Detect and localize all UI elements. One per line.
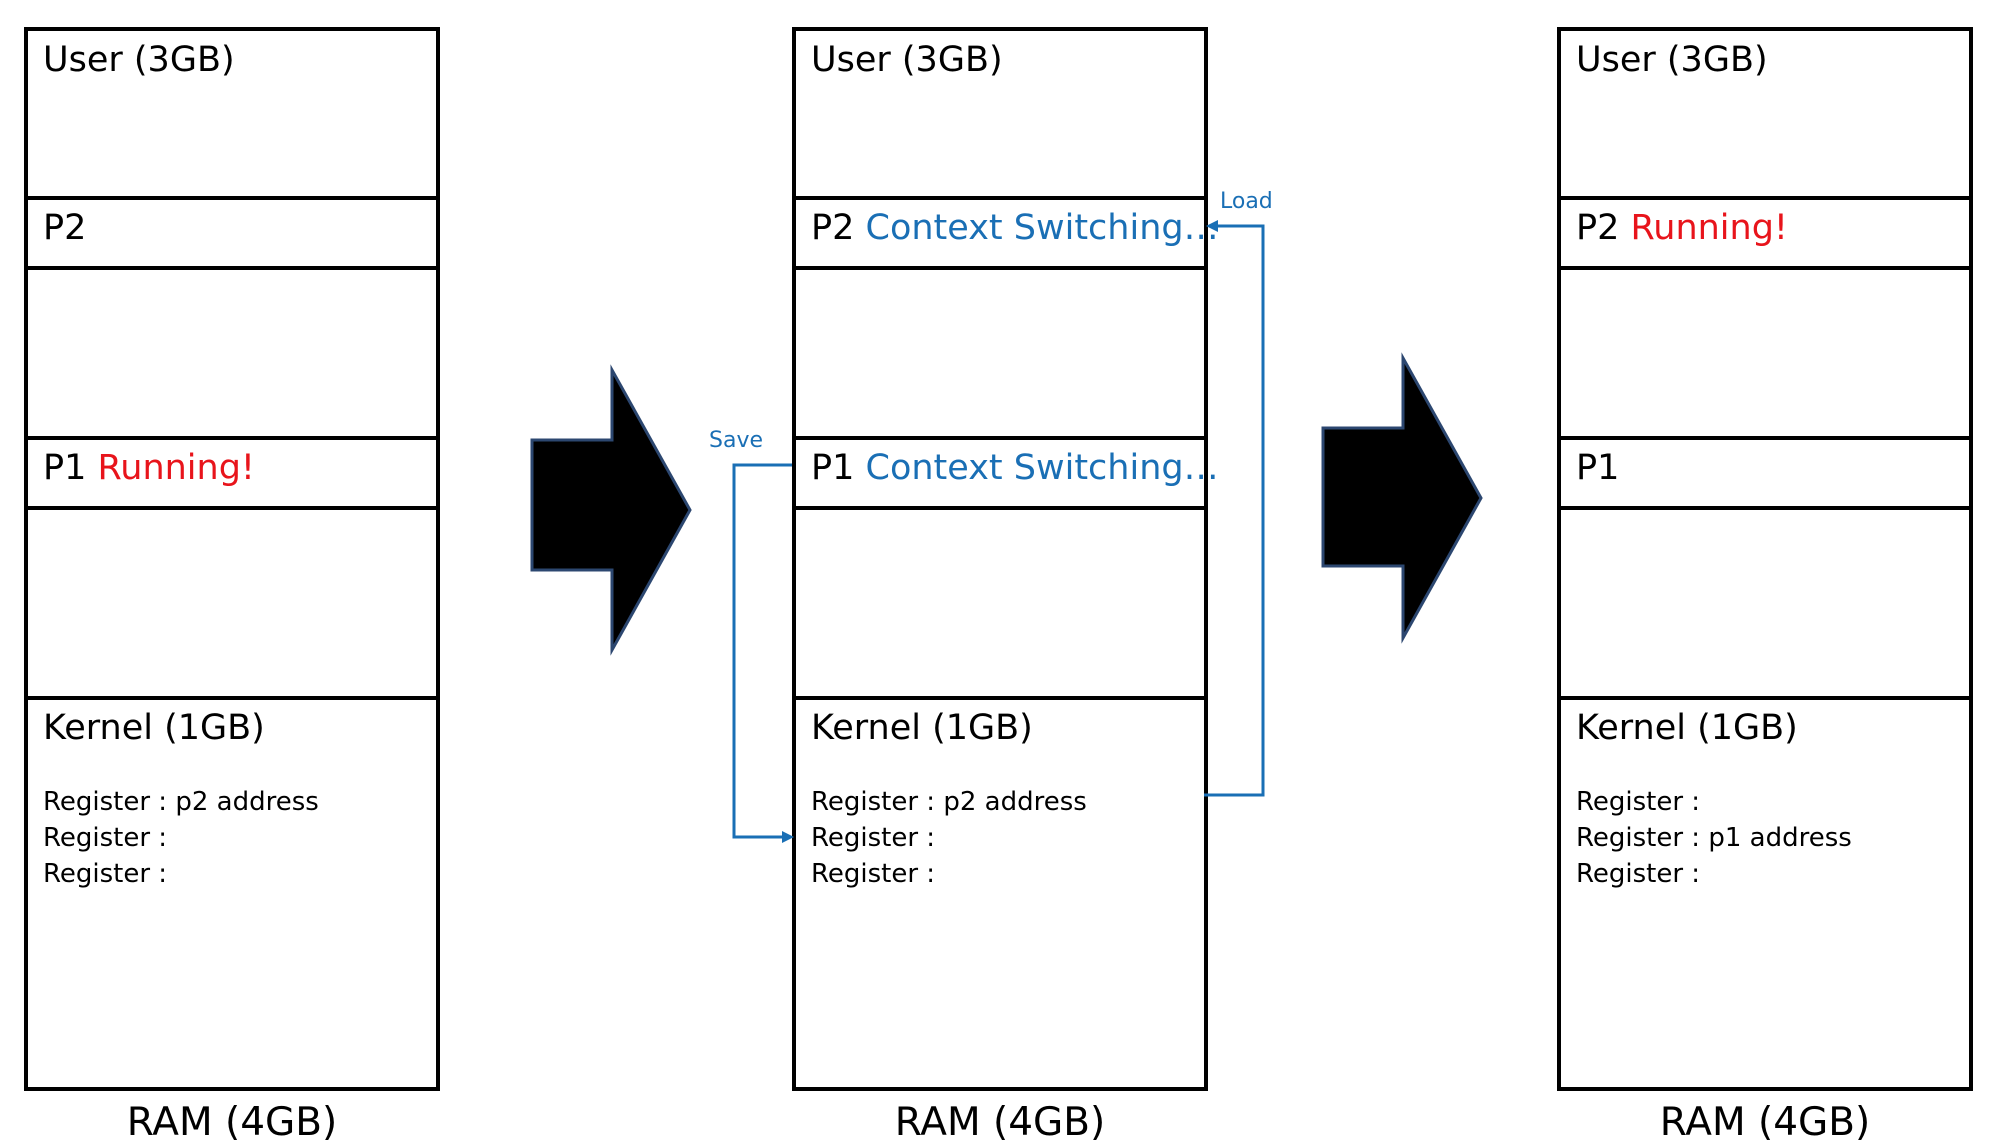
free-segment-lower (1561, 506, 1969, 696)
load-label: Load (1220, 189, 1273, 214)
register-3: Register : (811, 859, 936, 889)
p1-label: P1 (811, 448, 855, 488)
user-segment: User (3GB) (1561, 31, 1969, 196)
free-segment-upper (28, 266, 436, 436)
p2-label: P2 (811, 208, 855, 248)
user-label: User (3GB) (1576, 40, 1768, 80)
ram-panel-after: User (3GB) P2 Running! P1 Kernel (1GB) R… (1557, 27, 1973, 1091)
p2-segment: P2 (28, 196, 436, 266)
save-label: Save (709, 428, 764, 453)
load-arrowhead-icon (1206, 220, 1218, 232)
p1-status: Running! (97, 448, 255, 488)
user-label: User (3GB) (811, 40, 1003, 80)
free-segment-upper (796, 266, 1204, 436)
p1-label: P1 (1576, 448, 1620, 488)
register-1: Register : p2 address (43, 787, 319, 817)
ram-caption: RAM (4GB) (1659, 1100, 1871, 1145)
register-2: Register : (43, 823, 168, 853)
p2-segment: P2 Running! (1561, 196, 1969, 266)
p2-status: Context Switching… (865, 208, 1219, 248)
right-block-arrow-icon (1321, 352, 1483, 644)
p1-label: P1 (43, 448, 87, 488)
p2-label: P2 (43, 208, 87, 248)
register-3: Register : (1576, 859, 1701, 889)
kernel-segment: Kernel (1GB) Register : p2 address Regis… (28, 696, 436, 1087)
user-segment: User (3GB) (796, 31, 1204, 196)
right-block-arrow-icon (530, 364, 692, 656)
p2-segment: P2 Context Switching… (796, 196, 1219, 266)
p1-segment: P1 Running! (28, 436, 436, 506)
kernel-segment: Kernel (1GB) Register : p2 address Regis… (796, 696, 1204, 1087)
ram-panel-switching: User (3GB) P2 Context Switching… P1 Cont… (792, 27, 1219, 1091)
ram-caption: RAM (4GB) (126, 1100, 338, 1145)
register-3: Register : (43, 859, 168, 889)
register-1: Register : (1576, 787, 1701, 817)
register-2: Register : (811, 823, 936, 853)
kernel-label: Kernel (1GB) (1576, 708, 1798, 748)
p1-segment: P1 (1561, 436, 1969, 506)
p1-status: Context Switching… (865, 448, 1219, 488)
user-segment: User (3GB) (28, 31, 436, 196)
kernel-label: Kernel (1GB) (811, 708, 1033, 748)
save-connector-line (732, 463, 792, 839)
kernel-segment: Kernel (1GB) Register : Register : p1 ad… (1561, 696, 1969, 1087)
user-label: User (3GB) (43, 40, 235, 80)
save-arrowhead-icon (782, 831, 794, 843)
register-2: Register : p1 address (1576, 823, 1852, 853)
free-segment-lower (796, 506, 1204, 696)
p1-segment: P1 Context Switching… (796, 436, 1219, 506)
register-1: Register : p2 address (811, 787, 1087, 817)
p2-status: Running! (1630, 208, 1788, 248)
free-segment-lower (28, 506, 436, 696)
kernel-label: Kernel (1GB) (43, 708, 265, 748)
free-segment-upper (1561, 266, 1969, 436)
p2-label: P2 (1576, 208, 1620, 248)
ram-caption: RAM (4GB) (894, 1100, 1106, 1145)
load-connector-line (1204, 224, 1265, 797)
ram-panel-before: User (3GB) P2 P1 Running! Kernel (1GB) R… (24, 27, 440, 1091)
